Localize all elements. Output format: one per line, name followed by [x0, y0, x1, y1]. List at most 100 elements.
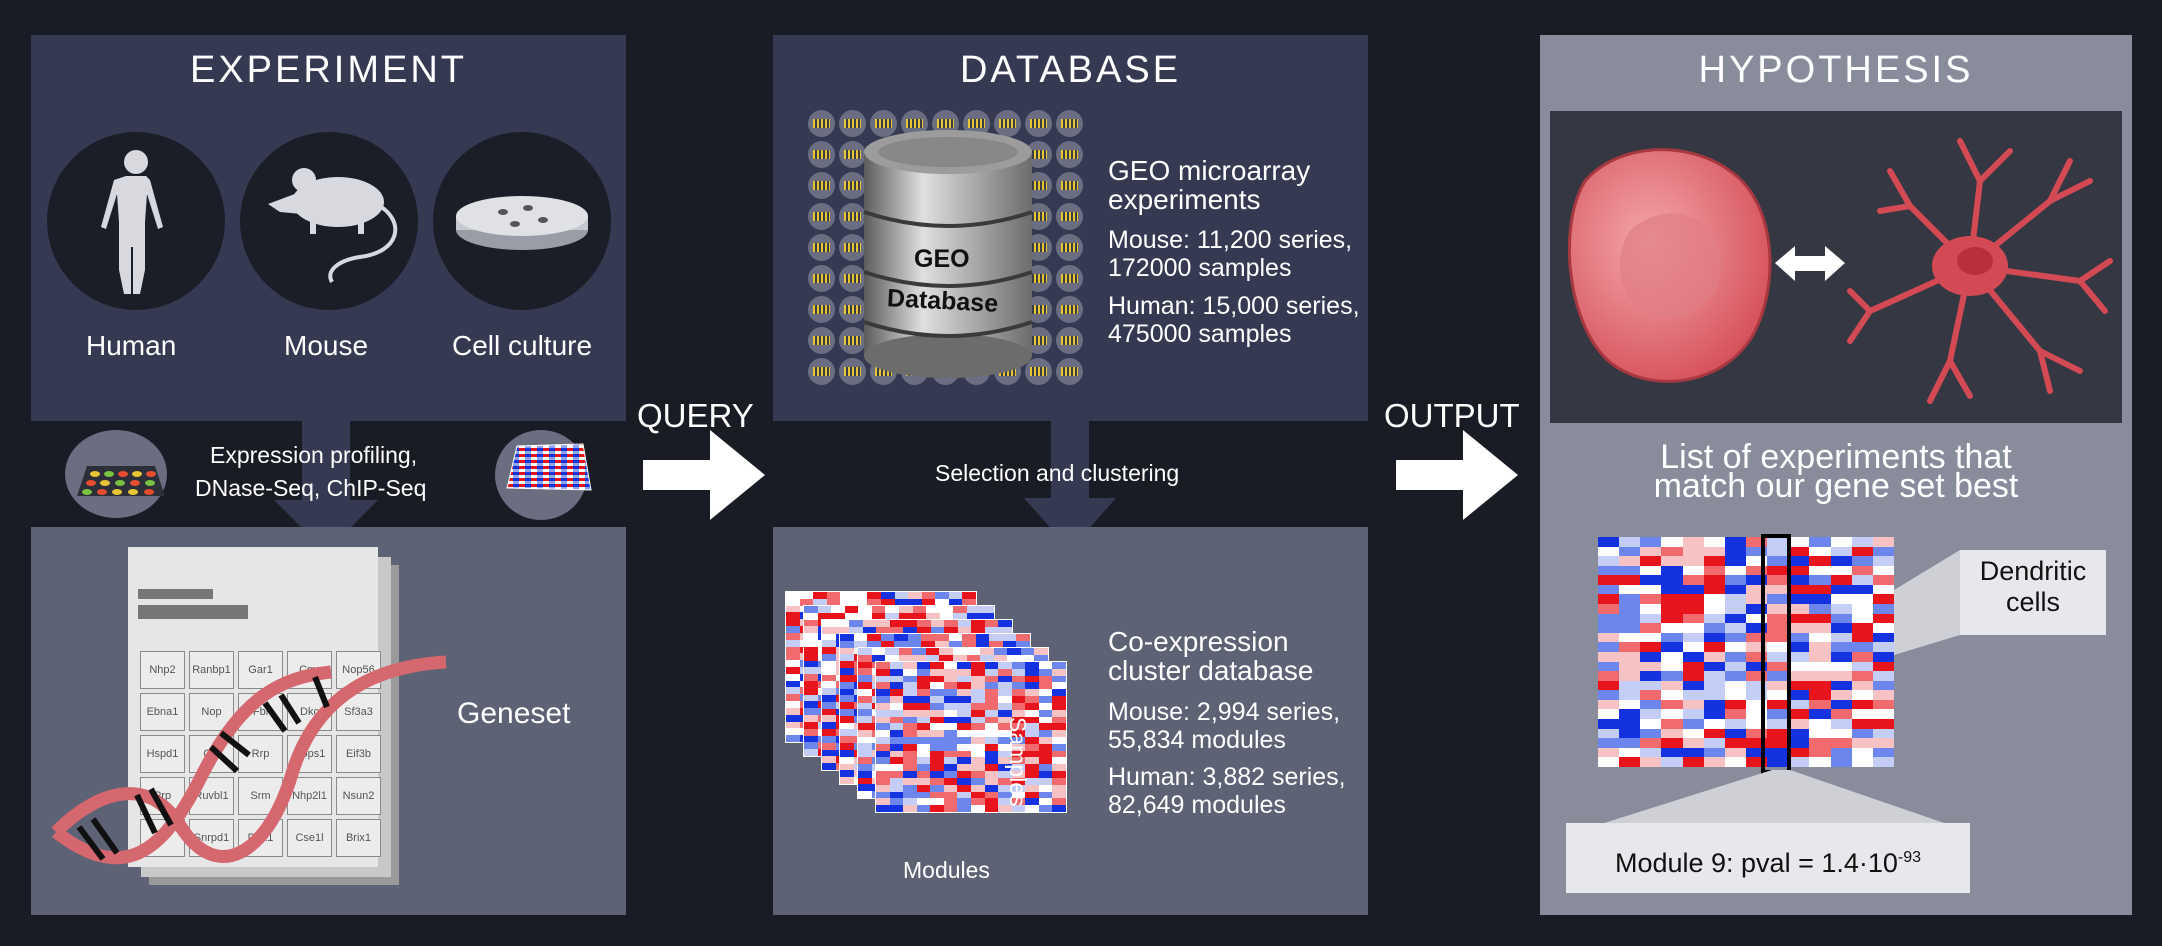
- coexp-human-line2: 82,649 modules: [1108, 791, 1286, 819]
- microarray-chip-icon: [994, 110, 1021, 137]
- mouse-circle: [240, 132, 418, 310]
- module-pval-callout: Module 9: pval = 1.4·10-93: [1566, 823, 1970, 893]
- coexp-human-line1: Human: 3,882 series,: [1108, 763, 1346, 791]
- cell-image-panel: [1550, 111, 2122, 423]
- petri-dish-icon: [456, 196, 588, 250]
- modules-label: Modules: [903, 857, 990, 883]
- gene-cell: Ranbp1: [189, 651, 234, 689]
- microarray-chip-icon: [1056, 141, 1083, 168]
- hypothesis-panel: HYPOTHESIS List of experi: [1540, 35, 2132, 915]
- result-heatmap-cells: [1598, 537, 1894, 767]
- coexp-heading-line2: cluster database: [1108, 655, 1314, 686]
- gene-cell: Hspd1: [140, 735, 185, 773]
- document-subtitle-bar: [138, 605, 248, 619]
- gene-cell: Ebna1: [140, 693, 185, 731]
- selection-clustering-label: Selection and clustering: [935, 460, 1180, 486]
- geo-heading-line1: GEO microarray: [1108, 155, 1311, 186]
- microarray-chip-icon: [808, 234, 835, 261]
- microarray-chip-icon: [808, 327, 835, 354]
- microarray-chip-icon: [1056, 296, 1083, 323]
- coexp-mouse-line1: Mouse: 2,994 series,: [1108, 698, 1341, 726]
- callout-line1: Dendritic: [1979, 556, 2087, 586]
- list-label-line2: match our gene set best: [1653, 467, 2019, 505]
- expression-heatmap-icon: [495, 430, 592, 520]
- hypothesis-title: HYPOTHESIS: [1698, 49, 1974, 91]
- profiling-label-line1: Expression profiling,: [210, 442, 418, 468]
- gene-cell: Nhp2: [140, 651, 185, 689]
- output-label: OUTPUT: [1384, 397, 1520, 434]
- dendritic-cells-callout: Dendritic cells: [1960, 550, 2106, 635]
- source-label-mouse: Mouse: [284, 330, 369, 361]
- microarray-chip-icon: [1056, 203, 1083, 230]
- experiment-title: EXPERIMENT: [189, 49, 468, 91]
- stacked-heatmaps: [785, 591, 1085, 851]
- microarray-chip-icon: [808, 203, 835, 230]
- microarray-chip-icon: [1025, 110, 1052, 137]
- microarray-chip-icon: [1056, 172, 1083, 199]
- highlighted-module-column: [1761, 534, 1791, 774]
- gene-cell: Nsun2: [336, 777, 381, 815]
- microarray-chip-icon: [1025, 358, 1052, 385]
- microarray-chip-icon: [1056, 358, 1083, 385]
- microarray-chip-icon: [1056, 327, 1083, 354]
- geo-human-line1: Human: 15,000 series,: [1108, 292, 1360, 320]
- gene-cell: Rrp: [238, 735, 283, 773]
- pval-exponent: -93: [1897, 849, 1922, 866]
- cylinder-label-geo: GEO: [914, 245, 970, 273]
- microarray-chip-icon: [808, 141, 835, 168]
- query-arrow-icon: [643, 430, 765, 520]
- coexp-heading-line1: Co-expression: [1108, 626, 1289, 657]
- microarray-chip-icon: [1056, 265, 1083, 292]
- database-panel: DATABASE GEO Database GEO microarray exp…: [773, 35, 1368, 421]
- cell-culture-circle: [433, 132, 611, 310]
- microarray-chip-icon: [839, 234, 866, 261]
- cell-comparison-illustration: [1567, 138, 2113, 404]
- cylinder-label-database: Database: [886, 284, 999, 318]
- human-icon: [101, 150, 163, 294]
- microarray-chip-icon: [839, 265, 866, 292]
- coexpression-panel: Samples Modules Co-expression cluster da…: [773, 527, 1368, 915]
- microarray-chip-icon: [839, 110, 866, 137]
- microarray-chip-icon: [65, 430, 167, 518]
- microarray-chip-icon: [839, 296, 866, 323]
- output-arrow-icon: [1396, 430, 1518, 520]
- microarray-chip-icon: [1056, 234, 1083, 261]
- microarray-chip-icon: [808, 358, 835, 385]
- geo-mouse-line1: Mouse: 11,200 series,: [1108, 226, 1353, 254]
- source-label-cell-culture: Cell culture: [452, 330, 593, 361]
- microarray-chip-icon: [1056, 110, 1083, 137]
- dna-helix-icon: [51, 655, 447, 865]
- mouse-icon: [268, 168, 398, 284]
- coexp-mouse-line2: 55,834 modules: [1108, 726, 1286, 754]
- database-title: DATABASE: [959, 49, 1182, 91]
- microarray-chip-icon: [808, 296, 835, 323]
- experiment-panel: EXPERIMENT Human Mouse Cell culture: [31, 35, 626, 421]
- module-pval-text: Module 9: pval = 1.4·10: [1614, 848, 1898, 878]
- database-cylinder-icon: [863, 130, 1033, 378]
- geo-heading-line2: experiments: [1108, 184, 1261, 215]
- source-label-human: Human: [86, 330, 177, 361]
- list-label-line1: List of experiments that: [1660, 438, 2012, 476]
- gene-cell: Brix1: [336, 819, 381, 857]
- callout-line2: cells: [2005, 587, 2060, 617]
- microarray-chip-icon: [808, 172, 835, 199]
- result-heatmap: [1598, 537, 1894, 767]
- query-label: QUERY: [637, 397, 754, 434]
- geneset-label: Geneset: [457, 697, 571, 730]
- gene-cell: Eif3b: [336, 735, 381, 773]
- microarray-chip-icon: [839, 172, 866, 199]
- microarray-chip-icon: [839, 203, 866, 230]
- geo-mouse-line2: 172000 samples: [1108, 254, 1292, 282]
- geo-human-line2: 475000 samples: [1108, 320, 1292, 348]
- microarray-chip-icon: [808, 265, 835, 292]
- gene-cell: Cse1l: [287, 819, 332, 857]
- microarray-chip-icon: [870, 110, 897, 137]
- microarray-chip-icon: [839, 358, 866, 385]
- profiling-label-line2: DNase-Seq, ChIP-Seq: [195, 475, 427, 501]
- document-title-bar: [138, 589, 213, 599]
- microarray-chip-icon: [839, 141, 866, 168]
- microarray-chip-icon: [808, 110, 835, 137]
- stacked-heatmap-front: [875, 661, 1067, 813]
- microarray-chip-icon: [839, 327, 866, 354]
